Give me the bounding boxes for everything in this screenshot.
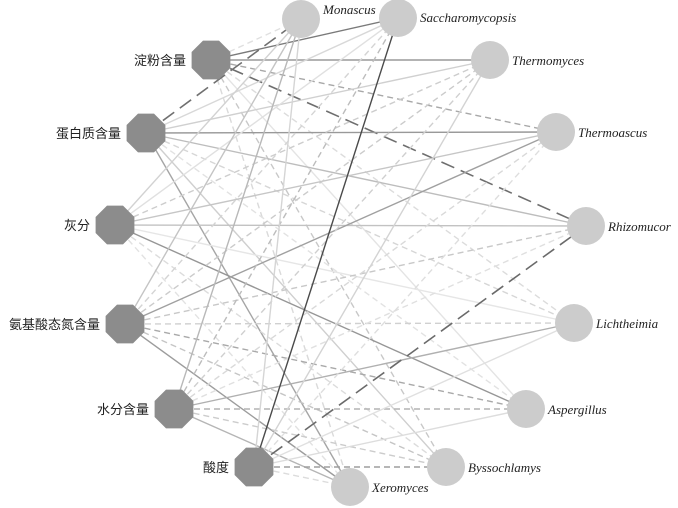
edge-ash-aspergillus bbox=[114, 224, 527, 410]
edge-protein-saccharomycopsis bbox=[145, 17, 399, 134]
edge-protein-thermoascus bbox=[145, 131, 557, 134]
edge-acidity-thermomyces bbox=[253, 59, 491, 468]
edge-acidity-aspergillus bbox=[253, 408, 527, 468]
edge-amino_n-thermoascus bbox=[124, 131, 557, 325]
edge-protein-byssochlamys bbox=[145, 132, 447, 468]
edge-ash-saccharomycopsis bbox=[114, 17, 399, 226]
edge-ash-monascus bbox=[114, 18, 302, 226]
edge-amino_n-byssochlamys bbox=[124, 323, 447, 468]
genus-label: Byssochlamys bbox=[468, 460, 541, 475]
circle-node-shape bbox=[331, 468, 369, 506]
genus-label: Thermomyces bbox=[512, 53, 584, 68]
edge-acidity-lichtheimia bbox=[253, 322, 575, 468]
genus-label: Lichtheimia bbox=[595, 316, 659, 331]
edge-amino_n-thermomyces bbox=[124, 59, 491, 325]
edge-starch-rhizomucor bbox=[210, 59, 587, 227]
octagon-node-shape bbox=[191, 40, 231, 80]
property-node-starch[interactable]: 淀粉含量 bbox=[134, 40, 231, 80]
property-label: 酸度 bbox=[203, 460, 229, 476]
circle-node-shape bbox=[379, 0, 417, 37]
circle-node-shape bbox=[567, 207, 605, 245]
octagon-node-shape bbox=[154, 389, 194, 429]
edge-protein-xeromyces bbox=[145, 132, 351, 488]
edge-amino_n-monascus bbox=[124, 18, 302, 325]
edge-acidity-monascus bbox=[253, 18, 302, 468]
edge-ash-thermomyces bbox=[114, 59, 491, 226]
genus-node-saccharomycopsis[interactable]: Saccharomycopsis bbox=[379, 0, 516, 37]
genus-node-rhizomucor[interactable]: Rhizomucor bbox=[567, 207, 672, 245]
edge-protein-rhizomucor bbox=[145, 132, 587, 227]
edge-starch-saccharomycopsis bbox=[210, 17, 399, 61]
edge-ash-lichtheimia bbox=[114, 224, 575, 324]
property-node-amino_n[interactable]: 氨基酸态氮含量 bbox=[9, 304, 145, 344]
genus-label: Saccharomycopsis bbox=[420, 10, 516, 25]
edge-moisture-saccharomycopsis bbox=[173, 17, 399, 410]
property-node-protein[interactable]: 蛋白质含量 bbox=[56, 113, 166, 153]
property-node-ash[interactable]: 灰分 bbox=[64, 205, 135, 245]
edge-starch-thermoascus bbox=[210, 59, 557, 133]
edge-amino_n-saccharomycopsis bbox=[124, 17, 399, 325]
genus-label: Aspergillus bbox=[547, 402, 607, 417]
edge-acidity-thermoascus bbox=[253, 131, 557, 468]
property-label: 淀粉含量 bbox=[134, 53, 186, 69]
genus-node-thermomyces[interactable]: Thermomyces bbox=[471, 41, 584, 79]
edge-ash-thermoascus bbox=[114, 131, 557, 226]
genus-label: Rhizomucor bbox=[607, 219, 672, 234]
edge-ash-xeromyces bbox=[114, 224, 351, 488]
property-node-moisture[interactable]: 水分含量 bbox=[97, 389, 194, 429]
genus-node-thermoascus[interactable]: Thermoascus bbox=[537, 113, 647, 151]
circle-node-shape bbox=[537, 113, 575, 151]
circle-node-shape bbox=[427, 448, 465, 486]
edge-amino_n-aspergillus bbox=[124, 323, 527, 410]
circle-node-shape bbox=[471, 41, 509, 79]
edge-starch-aspergillus bbox=[210, 59, 527, 410]
edge-acidity-rhizomucor bbox=[253, 225, 587, 468]
edge-protein-thermomyces bbox=[145, 59, 491, 134]
genus-node-monascus[interactable]: Monascus bbox=[282, 0, 376, 38]
genus-node-byssochlamys[interactable]: Byssochlamys bbox=[427, 448, 541, 486]
genus-node-lichtheimia[interactable]: Lichtheimia bbox=[555, 304, 659, 342]
property-label: 氨基酸态氮含量 bbox=[9, 317, 100, 333]
genus-label: Thermoascus bbox=[578, 125, 647, 140]
octagon-node-shape bbox=[95, 205, 135, 245]
circle-node-shape bbox=[507, 390, 545, 428]
property-node-acidity[interactable]: 酸度 bbox=[203, 447, 274, 487]
circle-node-shape bbox=[282, 0, 320, 38]
property-label: 灰分 bbox=[64, 219, 90, 234]
edge-amino_n-xeromyces bbox=[124, 323, 351, 488]
edge-amino_n-lichtheimia bbox=[124, 322, 575, 325]
edge-starch-byssochlamys bbox=[210, 59, 447, 468]
edge-moisture-thermomyces bbox=[173, 59, 491, 410]
edge-starch-xeromyces bbox=[210, 59, 351, 488]
property-label: 蛋白质含量 bbox=[56, 126, 121, 142]
edge-acidity-saccharomycopsis bbox=[253, 17, 399, 468]
edge-protein-lichtheimia bbox=[145, 132, 575, 324]
edge-protein-aspergillus bbox=[145, 132, 527, 410]
genus-node-xeromyces[interactable]: Xeromyces bbox=[331, 468, 429, 506]
edge-ash-rhizomucor bbox=[114, 224, 587, 227]
octagon-node-shape bbox=[234, 447, 274, 487]
edge-ash-byssochlamys bbox=[114, 224, 447, 468]
genus-label: Monascus bbox=[322, 2, 376, 17]
edge-amino_n-rhizomucor bbox=[124, 225, 587, 325]
octagon-node-shape bbox=[105, 304, 145, 344]
octagon-node-shape bbox=[126, 113, 166, 153]
circle-node-shape bbox=[555, 304, 593, 342]
edge-moisture-rhizomucor bbox=[173, 225, 587, 410]
property-label: 水分含量 bbox=[97, 402, 149, 418]
genus-label: Xeromyces bbox=[371, 480, 429, 495]
edge-moisture-monascus bbox=[173, 18, 302, 410]
edge-moisture-thermoascus bbox=[173, 131, 557, 410]
edge-moisture-byssochlamys bbox=[173, 408, 447, 468]
genus-node-aspergillus[interactable]: Aspergillus bbox=[507, 390, 607, 428]
edge-moisture-lichtheimia bbox=[173, 322, 575, 410]
edge-protein-monascus bbox=[145, 18, 302, 134]
